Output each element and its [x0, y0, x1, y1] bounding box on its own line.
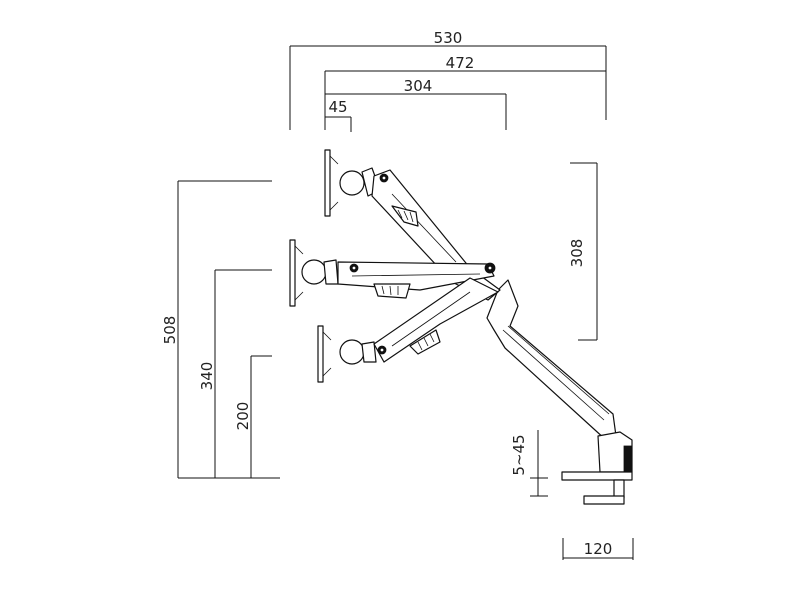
clamp-assembly	[486, 279, 633, 505]
dim-304-label: 304	[404, 77, 433, 95]
tilt-joint-top	[339, 170, 365, 196]
clamp-dimension: 5~45	[510, 430, 548, 497]
vesa-plate-middle	[289, 239, 296, 307]
vesa-plate-bottom	[317, 325, 324, 383]
monitor-arm-position-middle	[289, 239, 496, 307]
dim-340-label: 340	[198, 362, 216, 391]
vesa-plate-top	[324, 149, 331, 217]
tilt-joint-middle	[301, 259, 327, 285]
left-dimensions: 508 340 200	[161, 180, 280, 479]
dim-200-label: 200	[234, 402, 252, 431]
tilt-joint-bottom	[339, 339, 365, 365]
dim-530-label: 530	[434, 29, 463, 47]
dim-120-label: 120	[584, 540, 613, 558]
right-dimension: 308	[568, 162, 598, 341]
dim-45-label: 45	[328, 98, 347, 116]
top-dimensions: 530 472 304 45	[289, 29, 607, 132]
dim-472-label: 472	[446, 54, 475, 72]
dim-308-label: 308	[568, 239, 586, 268]
monitor-arm-position-bottom	[317, 277, 499, 383]
dim-508-label: 508	[161, 316, 179, 345]
base-dimension: 120	[562, 538, 634, 560]
dim-clamp-label: 5~45	[510, 434, 528, 475]
